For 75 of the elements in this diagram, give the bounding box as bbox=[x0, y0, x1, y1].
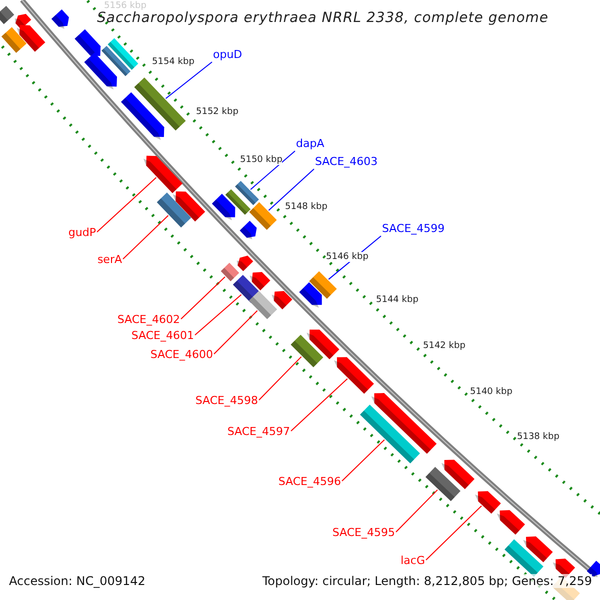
gene-block bbox=[0, 6, 14, 24]
gene-label: gudP bbox=[68, 227, 96, 239]
gene-block bbox=[156, 192, 192, 228]
gene-pentagon bbox=[272, 290, 292, 310]
gene-label: SACE_4599 bbox=[382, 223, 445, 235]
gene-block bbox=[235, 180, 259, 206]
gene-pentagon bbox=[143, 156, 183, 194]
scale-label: 5140 kbp bbox=[470, 387, 512, 397]
scale-label: 5154 kbp bbox=[152, 57, 194, 67]
leader-line bbox=[165, 62, 212, 99]
gene-pentagon bbox=[475, 491, 501, 514]
scale-label: 5148 kbp bbox=[285, 202, 328, 212]
scale-label: 5142 kbp bbox=[423, 341, 466, 351]
gene-label: serA bbox=[97, 254, 122, 266]
leader-line bbox=[290, 378, 348, 432]
gene-block bbox=[108, 38, 138, 70]
title: Saccharopolyspora erythraea NRRL 2338, complete genome bbox=[97, 10, 549, 26]
leader-line bbox=[250, 150, 296, 190]
gene-pentagon bbox=[371, 393, 437, 454]
gene-pentagon bbox=[121, 92, 164, 140]
gene-block bbox=[309, 271, 337, 299]
accession-text: Accession: NC_009142 bbox=[9, 574, 146, 588]
gene-label: opuD bbox=[213, 49, 242, 61]
gene-block bbox=[248, 290, 278, 320]
leader-line bbox=[96, 177, 157, 232]
scale-label: 5138 kbp bbox=[517, 432, 560, 442]
gene-label: SACE_4597 bbox=[227, 426, 290, 438]
gene-pentagon bbox=[306, 330, 340, 360]
gene-pentagon bbox=[250, 272, 270, 290]
gene-label: dapA bbox=[296, 138, 324, 150]
gene-label: SACE_4602 bbox=[117, 314, 180, 326]
gene-block bbox=[426, 466, 460, 502]
gene-pentagon bbox=[212, 194, 236, 220]
gene-block bbox=[134, 77, 186, 131]
gene-label: SACE_4596 bbox=[278, 476, 341, 488]
gene-pentagon bbox=[523, 536, 553, 562]
scale-label: 5152 kbp bbox=[196, 107, 238, 117]
gene-label: lacG bbox=[400, 555, 425, 567]
gene-pentagon bbox=[84, 52, 117, 90]
gene-pentagon bbox=[441, 460, 475, 490]
genome-info-text: Topology: circular; Length: 8,212,805 bp; Genes: 7,259 bbox=[262, 574, 592, 588]
gene-pentagon bbox=[74, 29, 101, 59]
gene-pentagon bbox=[51, 9, 69, 29]
gene-block bbox=[290, 334, 324, 368]
gene-block bbox=[101, 46, 131, 76]
gene-block bbox=[504, 539, 544, 577]
gene-block bbox=[1, 27, 27, 53]
gene-pentagon bbox=[236, 256, 254, 272]
gene-block bbox=[225, 189, 251, 215]
scale-label: 5146 kbp bbox=[326, 252, 368, 262]
gene-pentagon bbox=[299, 282, 322, 308]
gene-pentagon bbox=[172, 191, 206, 222]
gene-label: SACE_4603 bbox=[315, 156, 378, 168]
leader-line bbox=[214, 310, 258, 354]
gene-pentagon bbox=[240, 220, 257, 240]
gene-label: SACE_4600 bbox=[150, 349, 213, 361]
leader-line bbox=[180, 276, 226, 320]
leader-line bbox=[258, 356, 302, 400]
scale-label: 5150 kbp bbox=[240, 155, 282, 165]
gene-block bbox=[360, 404, 420, 464]
gene-pentagon bbox=[586, 560, 600, 578]
scale-label: 5144 kbp bbox=[376, 295, 418, 305]
leader-line bbox=[426, 505, 482, 560]
gene-pentagon bbox=[334, 357, 374, 394]
leader-line bbox=[342, 439, 385, 482]
leader-line bbox=[268, 168, 314, 211]
gene-label: SACE_4598 bbox=[195, 395, 258, 407]
gene-label: SACE_4601 bbox=[131, 330, 194, 342]
gene-block bbox=[249, 202, 277, 230]
leader-line bbox=[396, 489, 438, 532]
leader-line bbox=[122, 215, 169, 260]
gene-pentagon bbox=[496, 510, 526, 535]
leader-line bbox=[194, 294, 242, 336]
gene-block bbox=[220, 262, 240, 282]
gene-label: SACE_4595 bbox=[332, 527, 395, 539]
